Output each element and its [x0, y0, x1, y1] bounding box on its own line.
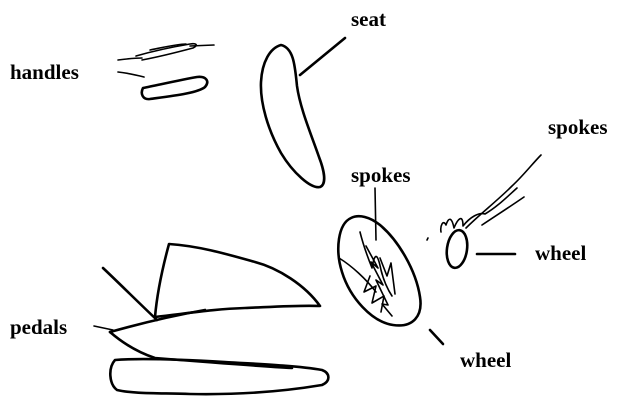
wheel-bottom-drawing [338, 188, 443, 344]
pedals-label: pedals [10, 315, 67, 339]
wheel-right-label: wheel [535, 241, 586, 265]
spokes-right-label: spokes [548, 115, 608, 139]
spokes-right-drawing [427, 155, 541, 240]
seat-drawing [261, 38, 345, 187]
pedals-drawing [94, 244, 328, 394]
wheel-bottom-label: wheel [460, 348, 511, 372]
handles-drawing [118, 44, 214, 99]
spokes-center-label: spokes [351, 163, 411, 187]
wheel-right-drawing [444, 229, 515, 269]
seat-label: seat [351, 7, 386, 31]
handles-label: handles [10, 60, 79, 84]
